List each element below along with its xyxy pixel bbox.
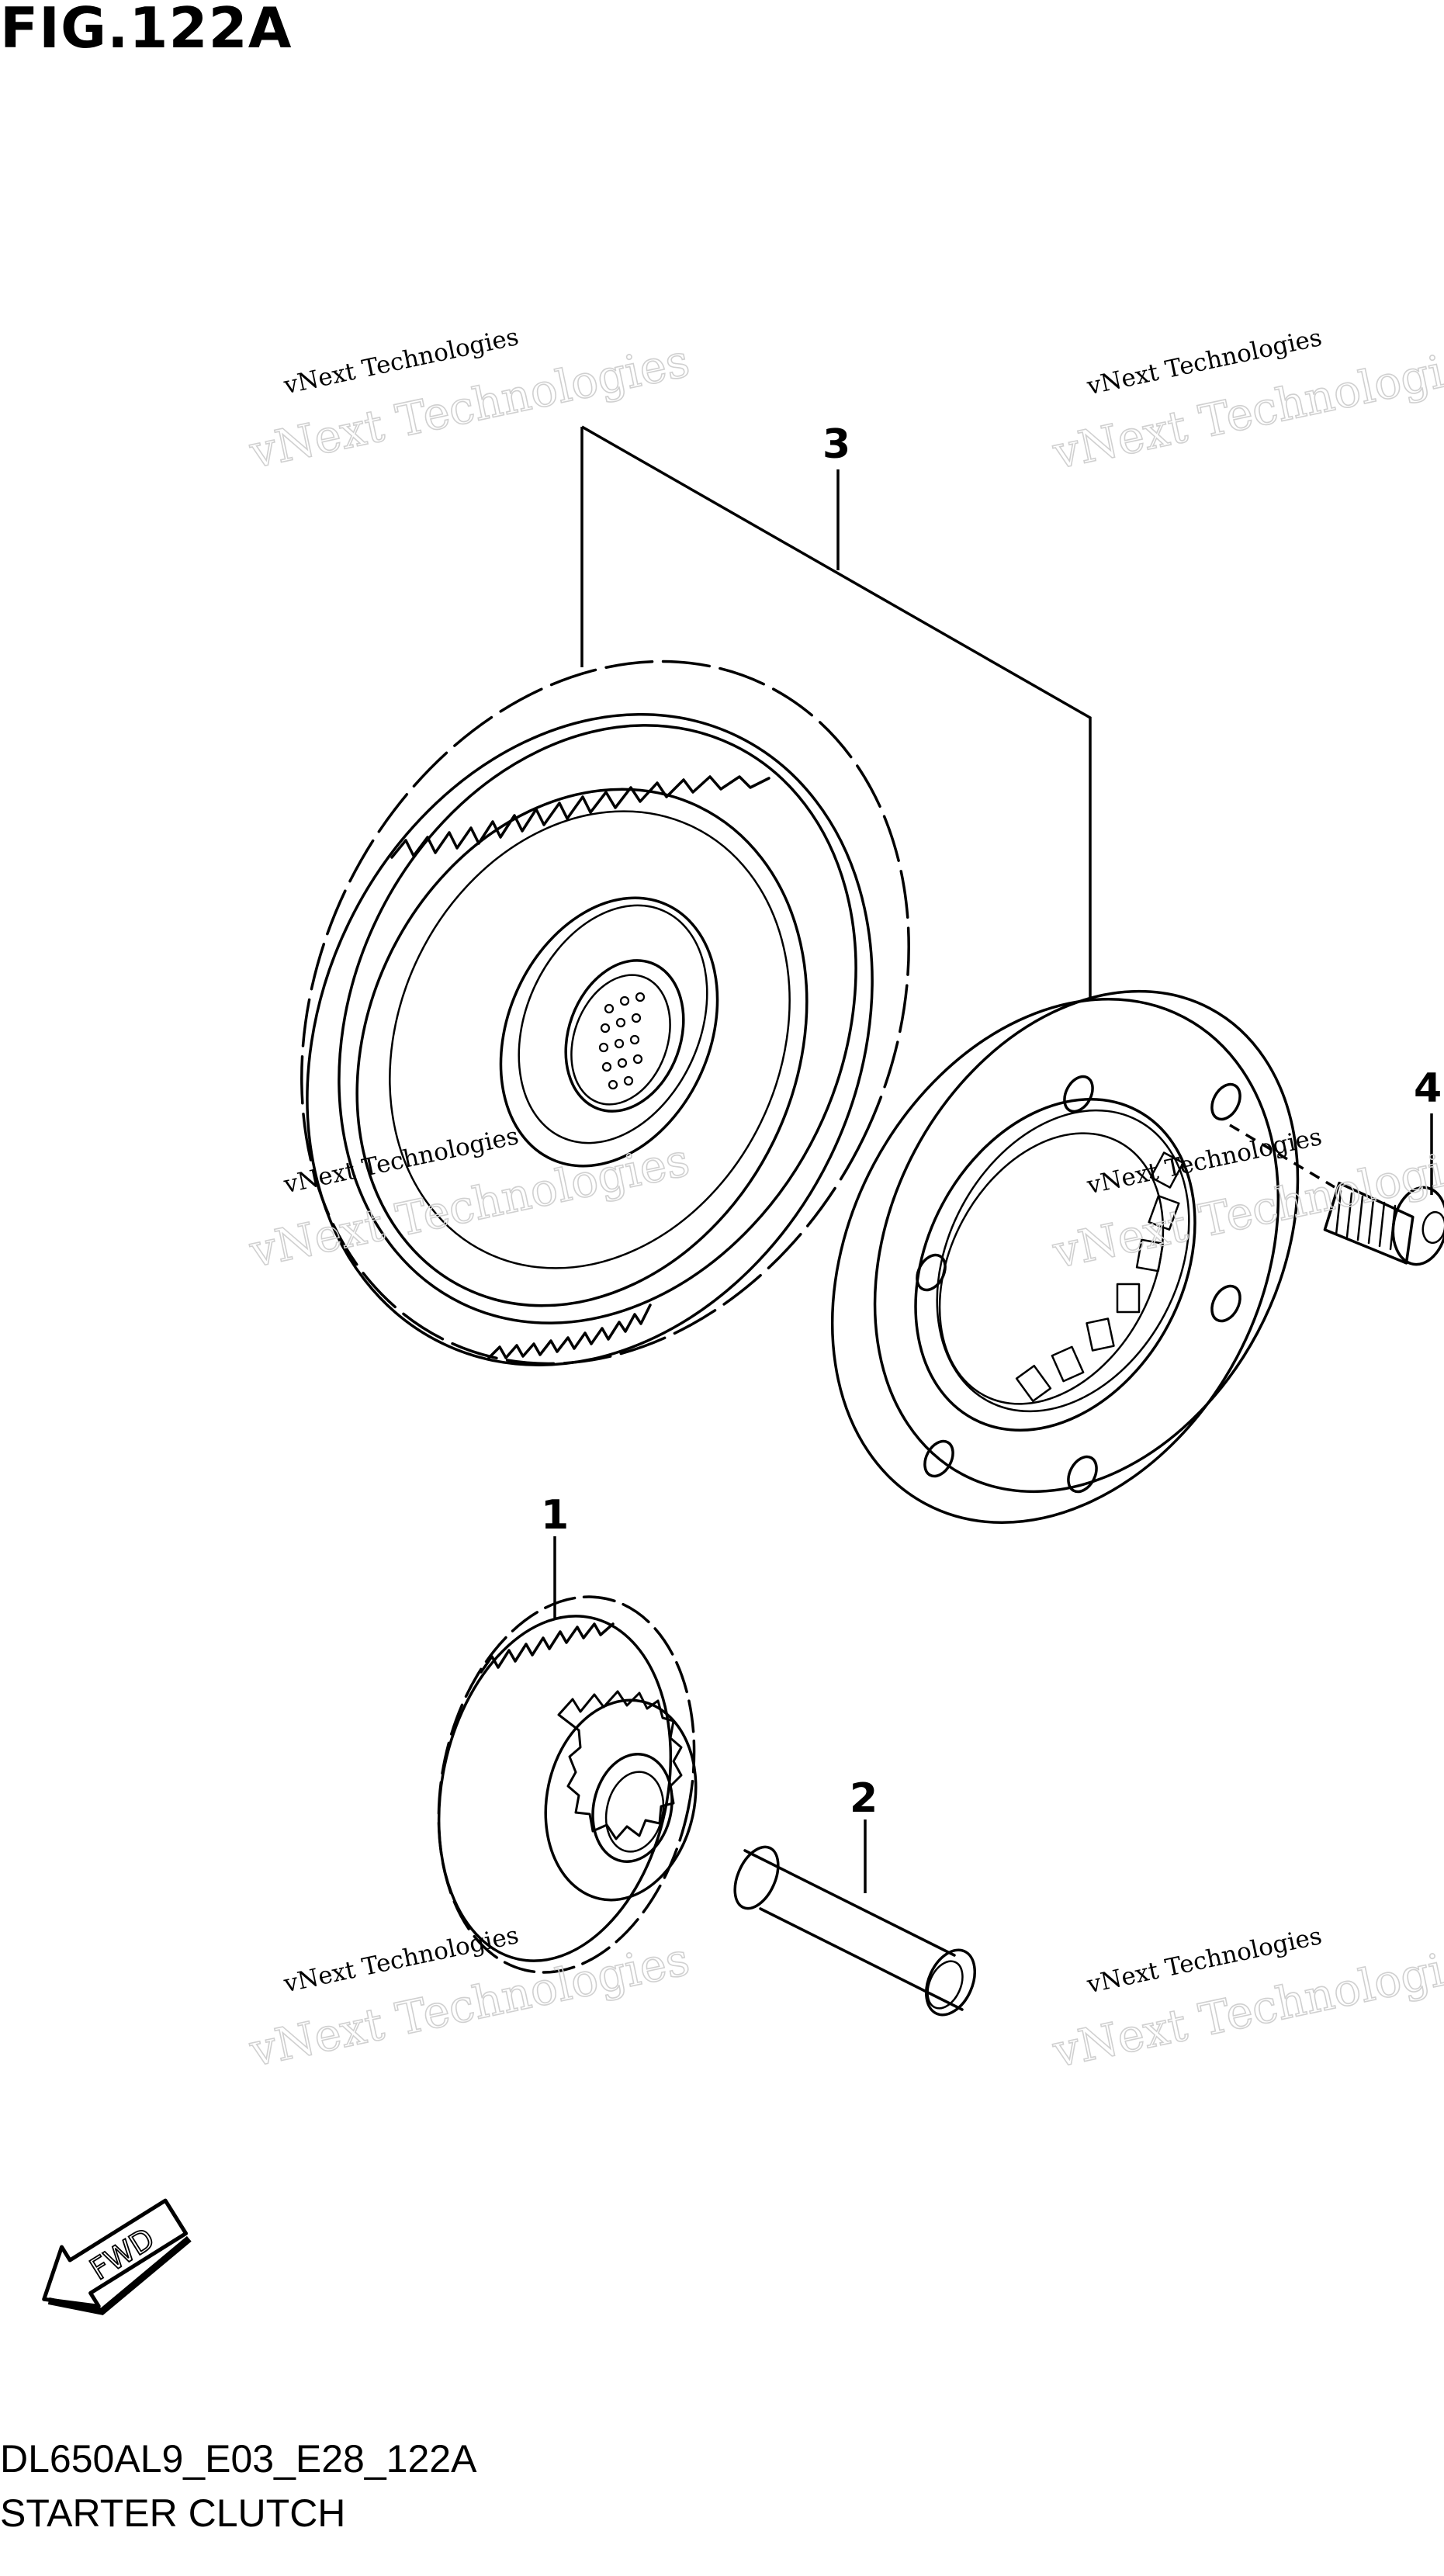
callout-2[interactable]: 2 [850,1775,878,1822]
leader-lines [553,425,1433,1893]
starter-idle-gear-drawing[interactable] [406,1573,728,1996]
part-name: STARTER CLUTCH [0,2491,346,2535]
callout-1[interactable]: 1 [541,1492,569,1539]
bolt-drawing[interactable] [1322,1182,1444,1269]
watermark-bottom-left: vNext Technologies vNext Technologies [244,1921,694,2078]
starter-clutch-ring-drawing[interactable] [744,917,1381,1600]
starter-driven-gear-drawing[interactable] [187,559,1023,1466]
watermark-bottom-right: vNext Technologies vNext Technologies [1048,1922,1444,2079]
callout-4[interactable]: 4 [1414,1065,1442,1112]
fwd-arrow-icon: FWD [42,2198,192,2315]
figure-title: FIG.122A [0,0,293,61]
model-code: DL650AL9_E03_E28_122A [0,2437,477,2481]
watermark-top-right: vNext Technologies vNext Technologies [1048,324,1444,480]
watermark-mid-right: vNext Technologies vNext Technologies [1048,1123,1444,1279]
idle-gear-shaft-drawing[interactable] [726,1840,984,2023]
callout-3[interactable]: 3 [822,421,850,468]
